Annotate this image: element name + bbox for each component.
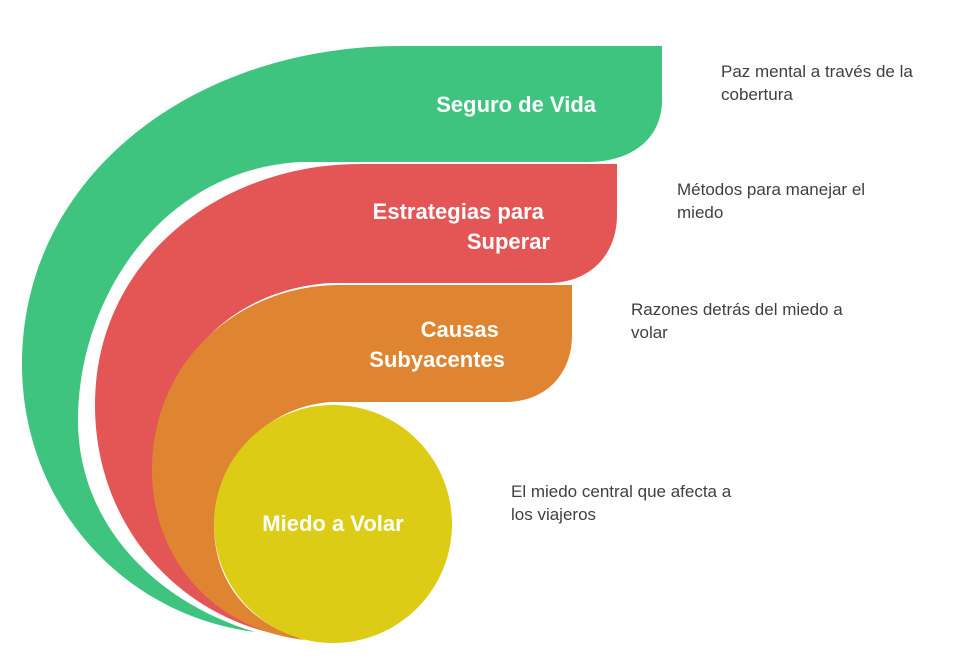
- layer-miedo-label: Miedo a Volar: [262, 511, 404, 536]
- layer-estrategias-shape: [95, 164, 617, 638]
- layer-causas-shape: [152, 285, 572, 640]
- layer-seguro-shape: [21, 46, 662, 632]
- layer-miedo-shape: [214, 405, 452, 643]
- layer-estrategias-label-line: Superar: [467, 229, 551, 254]
- layer-seguro-label: Seguro de Vida: [436, 92, 597, 117]
- layer-estrategias-description: Métodos para manejar el miedo: [677, 180, 866, 222]
- layer-seguro-label-line: Seguro de Vida: [436, 92, 597, 117]
- layer-estrategias-label: Estrategias para Superar: [373, 199, 551, 254]
- layer-causas-description: Razones detrás del miedo a volar: [631, 300, 843, 342]
- layer-causas-label-line: Subyacentes: [369, 347, 505, 372]
- layer-causas-label: Causas Subyacentes: [369, 317, 505, 372]
- layer-seguro-description: Paz mental a través de la cobertura: [721, 62, 913, 104]
- layer-miedo-description: El miedo central que afecta a los viajer…: [511, 482, 732, 524]
- layer-miedo-label-line: Miedo a Volar: [262, 511, 404, 536]
- layer-estrategias-label-line: Estrategias para: [373, 199, 545, 224]
- layer-causas-label-line: Causas: [421, 317, 499, 342]
